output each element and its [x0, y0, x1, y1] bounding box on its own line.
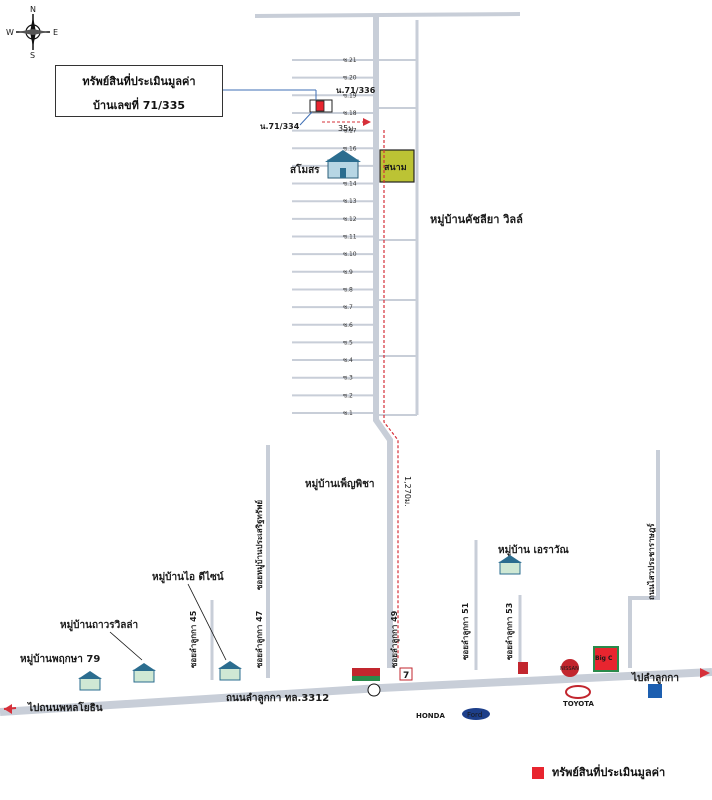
soi-label: ซ.14 [343, 181, 357, 188]
soi-label: ซ.7 [343, 304, 353, 311]
soi-lines [292, 59, 376, 414]
callout-subtitle: บ้านเลขที่ 71/335 [92, 99, 186, 112]
nissan-label: NISSAN [560, 666, 579, 672]
subject-marker-icon [315, 100, 325, 112]
estate-main-road [373, 16, 393, 668]
house-icon [498, 555, 522, 575]
soi-label: ซ.16 [343, 145, 357, 152]
toyota-label: TOYOTA [563, 700, 594, 708]
shop-icon [518, 662, 528, 674]
seven-eleven-icon [399, 667, 413, 681]
soi47-label: ซอยลำลูกกา 47 [255, 611, 265, 668]
soi-label: ซ.13 [343, 198, 357, 205]
compass-n: N [30, 5, 36, 14]
soi-label: ซ.21 [343, 57, 357, 64]
big-c-label: Big C [595, 655, 613, 662]
to-left-label: ไปถนนพหลโยธิน [27, 701, 103, 714]
village-phen-label: หมู่บ้านเพ็ญพิชา [305, 476, 375, 491]
ford-logo-icon [462, 708, 490, 720]
parcel-left-label: น.71/334 [260, 122, 300, 131]
distance-long-label: 1,270ม. [403, 476, 412, 507]
compass-rose-icon: N S E W [6, 5, 58, 60]
seven-label: 7 [403, 671, 409, 681]
soi-label: ซ.6 [343, 322, 353, 329]
soi-label: ซ.18 [343, 110, 357, 117]
route-path [383, 130, 399, 660]
compass-s: S [30, 51, 35, 60]
distance-35-label: 35ม. [338, 124, 356, 133]
arrow-right-icon [700, 668, 710, 678]
legend-label: ทรัพย์สินที่ประเมินมูลค่า [552, 766, 666, 779]
clubhouse-label: สโมสร [290, 163, 320, 176]
soi-label: ซ.1 [343, 410, 353, 417]
soi49-label: ซอยลำลูกกา 49 [390, 610, 400, 668]
soi-label: ซ.17 [343, 128, 357, 135]
soi-label: ซ.12 [343, 216, 357, 223]
village-ideasign-label: หมู่บ้านไอ ดีไซน์ [152, 570, 224, 584]
village-thaworn-label: หมู่บ้านถาวรวิลล่า [60, 619, 138, 632]
right-road [628, 450, 660, 668]
soi-label: ซ.9 [343, 269, 353, 276]
bank-sign-icon [352, 668, 380, 676]
soi53-label: ซอยลำลูกกา 53 [505, 603, 515, 660]
village-pruksa-label: หมู่บ้านพฤกษา 79 [20, 653, 100, 666]
right-road-label: ถนนไสวประชาราษฎร์ [646, 523, 656, 600]
compass-w: W [6, 28, 14, 37]
soi51-label: ซอยลำลูกกา 51 [461, 602, 471, 660]
village-erawan-label: หมู่บ้าน เอราวัณ [498, 544, 569, 557]
to-right-label: ไปลำลูกกา [631, 671, 679, 685]
arrow-left-icon [4, 704, 12, 714]
junction-marker-icon [367, 683, 381, 697]
subject-callout: ทรัพย์สินที่ประเมินมูลค่า บ้านเลขที่ 71/… [55, 65, 223, 117]
nissan-logo-icon [561, 659, 579, 677]
parcel-right-label: น.71/336 [336, 86, 376, 95]
top-road [254, 12, 521, 18]
clubhouse-icon [325, 150, 361, 179]
field-area [379, 149, 415, 183]
compass-e: E [53, 28, 58, 37]
soi-label: ซ.20 [343, 75, 357, 82]
right-plot-dividers [376, 59, 417, 416]
big-c-icon [593, 646, 619, 672]
legend-swatch [532, 767, 544, 779]
soi-label: ซ.2 [343, 392, 353, 399]
soi-label: ซ.11 [343, 234, 357, 241]
field-label: สนาม [384, 163, 407, 173]
soi-labels: ซ.21ซ.20ซ.19ซ.18ซ.17ซ.16ซ.15ซ.14ซ.13ซ.12… [343, 57, 357, 417]
house-icon [218, 661, 242, 681]
callout-title: ทรัพย์สินที่ประเมินมูลค่า [82, 75, 196, 88]
soi-label: ซ.19 [343, 92, 357, 99]
station-icon [648, 684, 662, 698]
toyota-logo-icon [565, 685, 591, 699]
ford-label: Ford [467, 711, 482, 719]
house-icon [132, 663, 156, 683]
village-main-label: หมู่บ้านคัชลียา วิลล์ [430, 213, 523, 227]
soi-label: ซ.5 [343, 339, 353, 346]
house-icon [78, 671, 102, 691]
legend: ทรัพย์สินที่ประเมินมูลค่า [532, 763, 665, 781]
soi45-label: ซอยลำลูกกา 45 [189, 610, 199, 668]
soi-label: ซ.4 [343, 357, 353, 364]
soi47b-label: ซอยหมู่บ้านประเสริฐทรัพย์ [254, 500, 265, 590]
soi-label: ซ.3 [343, 375, 353, 382]
soi-label: ซ.8 [343, 286, 353, 293]
honda-label: HONDA [416, 712, 445, 720]
main-road-label: ถนนลำลูกกา ทล.3312 [226, 692, 329, 705]
soi-label: ซ.10 [343, 251, 357, 258]
